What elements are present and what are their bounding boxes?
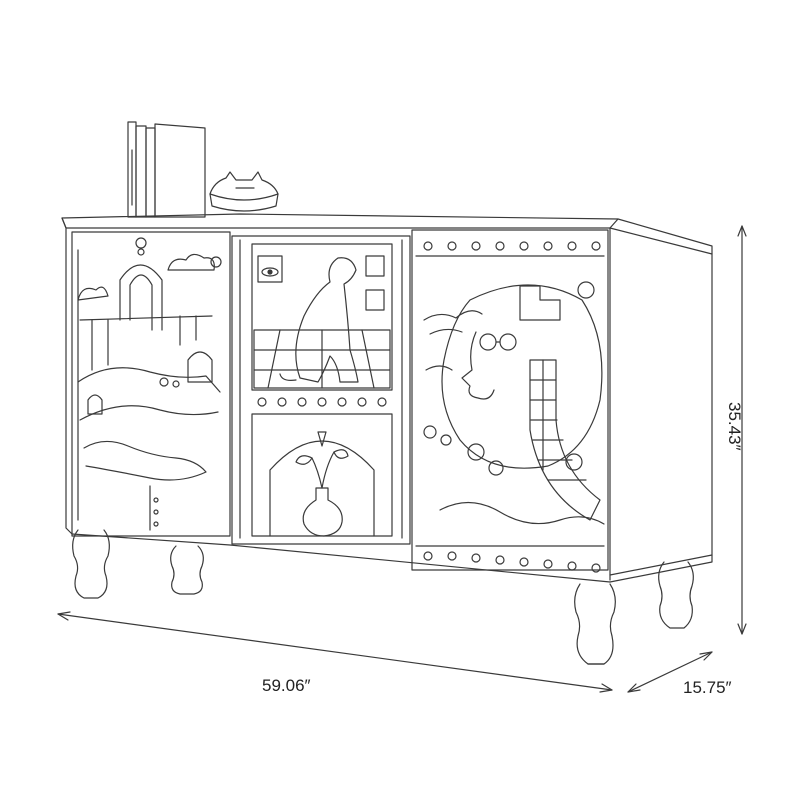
depth-dimension-line — [627, 651, 713, 693]
width-dimension-label: 59.06″ — [262, 676, 311, 695]
books-illustration — [127, 121, 206, 218]
decorative-bowl-illustration — [209, 171, 279, 212]
height-dimension-label: 35.43″ — [725, 402, 744, 451]
width-dimension-line — [57, 611, 613, 693]
height-dimension-line — [737, 225, 747, 635]
left-door-illustration — [71, 231, 231, 537]
right-door-illustration — [411, 229, 609, 573]
cabinet-body — [61, 213, 713, 583]
center-door-illustration — [231, 235, 411, 545]
cabinet-legs — [72, 529, 694, 665]
depth-dimension-label: 15.75″ — [683, 678, 732, 697]
